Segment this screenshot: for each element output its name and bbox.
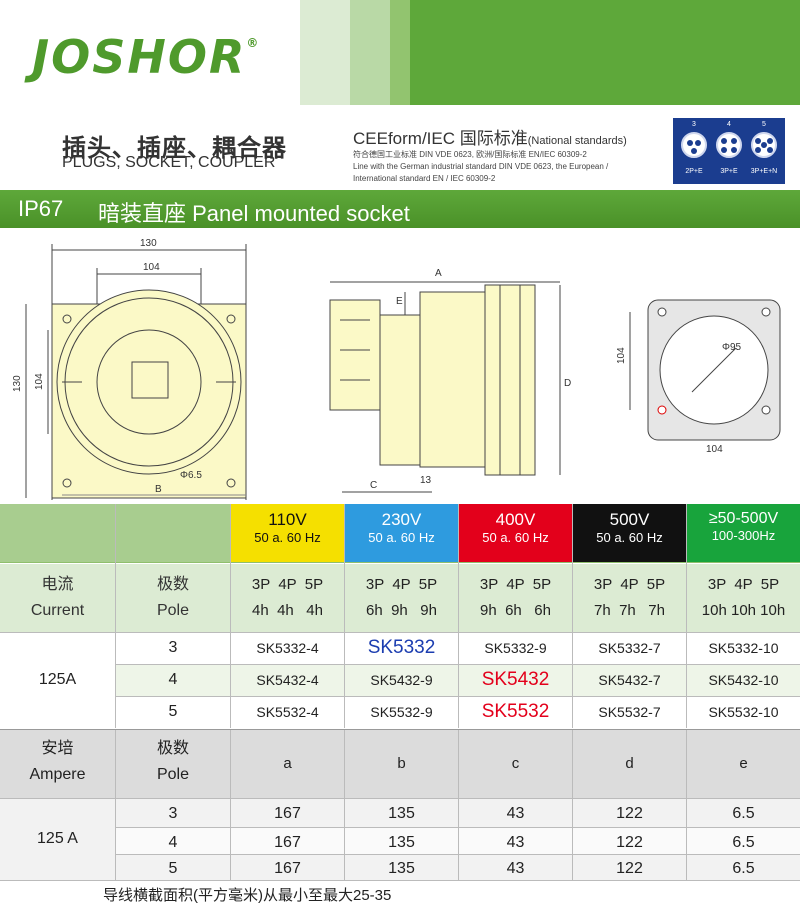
t1-cell: SK5532-9 [370,704,433,720]
t1-cell: SK5332-7 [598,640,661,656]
t2-cell: 43 [506,834,525,851]
plug-5pin-icon [751,132,777,158]
ip-rating: IP67 [18,196,64,221]
dim-B: B [155,484,162,495]
plug-label-3: 2P+E [685,168,703,175]
dim-104-right-left: 104 [616,347,627,364]
t2-cell: 167 [274,834,301,851]
t1-current-value: 125A [38,671,77,688]
t1-subheader [0,564,800,632]
t2-cell: 122 [616,834,643,851]
t2-pole-5: 5 [168,860,178,877]
dim-104-left: 104 [34,373,45,390]
t2-col-b: b [397,755,406,772]
t1-cell: SK5432-7 [598,672,661,688]
plug-num-3: 3 [692,121,696,128]
t2-col-e: e [739,755,748,772]
plug-label-5: 3P+E+N [750,168,778,175]
t1-cell: SK5532-4 [256,704,319,720]
t1-pole-5: 5 [168,703,178,720]
title-en: PLUGS, SOCKET, COUPLER [62,154,276,171]
dim-13: 13 [420,475,432,486]
t2-cell: 167 [274,860,301,877]
t1-cell: SK5432-10 [708,672,779,688]
t1-cell: SK5532-10 [708,704,779,720]
plug-num-5: 5 [762,121,766,128]
t1-cell: SK5332-4 [256,640,319,656]
brand-logo: JOSHOR® [32,30,261,84]
dim-104-right-bottom: 104 [706,444,723,455]
section-bar [0,190,800,228]
header-band [0,0,800,105]
t2-cell: 135 [388,860,415,877]
footnote: 导线横截面积(平方毫米)从最小至最大25-35 [103,887,392,904]
dim-E: E [396,296,403,307]
t2-cell: 6.5 [732,805,755,822]
dim-A: A [435,268,442,279]
t1-cell: SK5532-7 [598,704,661,720]
t1-cell-highlight-red: SK5432 [481,669,550,690]
dim-C: C [370,480,377,491]
t2-cell: 122 [616,860,643,877]
t2-cell: 6.5 [732,860,755,877]
title-cn: 插头、插座、耦合器 [62,135,287,162]
section-title: 暗装直座 Panel mounted socket [98,201,410,226]
t1-pole-4: 4 [168,671,178,688]
t1-cell: SK5332-10 [708,640,779,656]
technical-drawing: 130 104 130 104 Φ6.5 B A E D C 13 Φ95 10… [12,238,781,500]
t1-cell-highlight-blue: SK5332 [367,637,436,658]
plug-label-4: 3P+E [720,168,738,175]
t2-pole-4: 4 [168,834,178,851]
t2-header-row [0,730,800,798]
t2-col-a: a [283,755,292,772]
t2-cell: 43 [506,860,525,877]
t2-cell: 135 [388,834,415,851]
t2-col-c: c [511,755,520,772]
t2-pole-3: 3 [168,805,178,822]
t2-cell: 167 [274,805,301,822]
plug-4pin-icon [716,132,742,158]
t1-cell-highlight-red: SK5532 [481,701,550,722]
t1-cell: SK5432-4 [256,672,319,688]
standards-line-2: Line with the German industrial standard… [353,162,609,171]
t2-current-value: 125 A [37,830,78,847]
t2-col-d: d [625,755,634,772]
plug-3pin-icon [681,132,707,158]
t2-cell: 43 [506,805,525,822]
dim-phi95: Φ95 [722,342,742,353]
dim-104-top: 104 [143,262,160,273]
t1-cell: SK5332-9 [484,640,547,656]
t2-cell: 135 [388,805,415,822]
t2-cell: 122 [616,805,643,822]
t2-cell: 6.5 [732,834,755,851]
plug-configurations: 3 4 5 2P+E 3P+E 3P+E+N [673,118,785,184]
standards-line-3: International standard EN / IEC 60309-2 [353,174,496,183]
t1-cell: SK5432-9 [370,672,433,688]
standards-title: CEEform/IEC 国际标准(National standards) [353,129,627,148]
dim-130-left: 130 [12,375,23,392]
t1-pole-3: 3 [168,639,178,656]
standards-line-1: 符合德国工业标准 DIN VDE 0623, 欧洲/国际标准 EN/IEC 60… [353,150,587,159]
plug-num-4: 4 [727,121,731,128]
dim-130-top: 130 [140,238,157,249]
dim-phi65: Φ6.5 [180,470,202,481]
dim-D: D [564,378,571,389]
